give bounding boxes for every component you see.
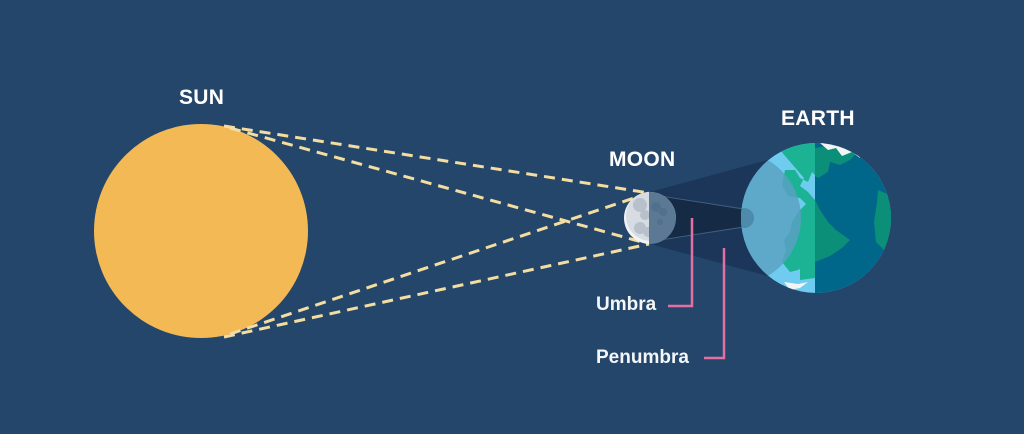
earth	[741, 143, 891, 293]
earth-label: EARTH	[781, 107, 855, 130]
sun-label: SUN	[179, 86, 225, 109]
umbra-on-earth	[741, 208, 754, 228]
umbra-cone	[660, 196, 744, 240]
crater	[640, 210, 650, 220]
sun	[94, 124, 308, 338]
umbra-callout-line	[668, 218, 694, 308]
penumbra-callout-line	[704, 248, 726, 360]
penumbra-label: Penumbra	[596, 347, 689, 368]
sun-rays	[223, 124, 650, 339]
crater	[634, 222, 646, 234]
crater	[633, 198, 647, 212]
penumbra-on-earth	[741, 151, 801, 285]
ice-south	[784, 282, 808, 290]
ray-top-to-moon-bottom	[229, 126, 650, 246]
umbra-edge-top	[659, 195, 745, 210]
moon-label: MOON	[609, 148, 676, 171]
umbra-edge-bottom	[659, 226, 745, 241]
ray-bottom-to-moon-top	[229, 191, 650, 336]
umbra-label: Umbra	[596, 294, 657, 315]
ray-bottom-to-moon-bottom	[223, 242, 650, 339]
